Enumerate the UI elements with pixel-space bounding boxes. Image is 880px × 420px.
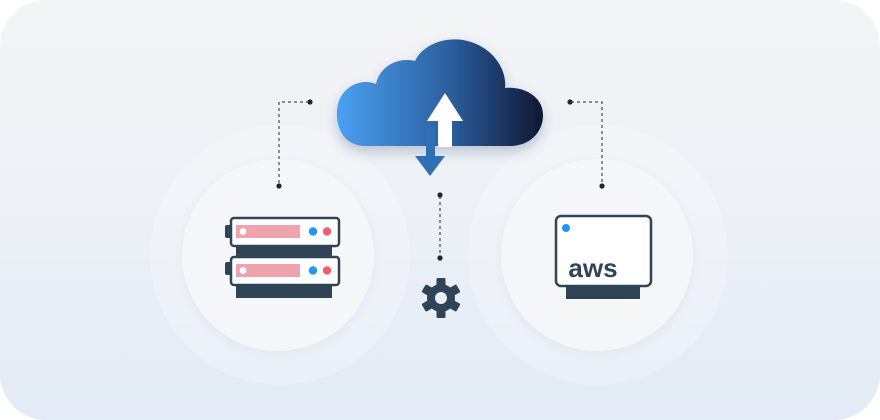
cloud-icon	[336, 39, 543, 146]
connector-center-dot-top	[437, 192, 443, 198]
aws-device-icon	[554, 214, 653, 299]
gear-icon	[421, 278, 461, 318]
connector-center-dot-bottom	[437, 255, 443, 261]
upload-download-arrows-icon	[415, 93, 463, 176]
connector-left-dot-top	[307, 99, 313, 105]
connector-right-dot-top	[567, 99, 573, 105]
connector-left	[278, 101, 309, 186]
server-rack-icon	[225, 216, 341, 298]
connector-right-dot-bottom	[599, 183, 605, 189]
connector-left-dot-bottom	[276, 183, 282, 189]
connector-right	[571, 101, 603, 186]
aws-label: aws	[568, 253, 617, 283]
